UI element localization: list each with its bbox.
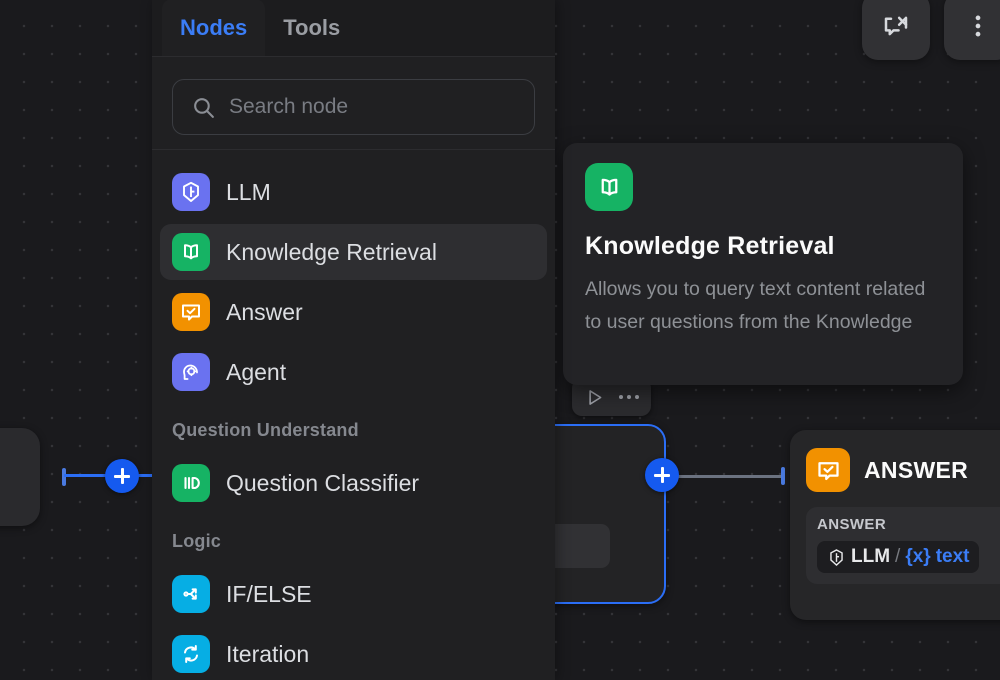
search-box[interactable] xyxy=(172,79,535,135)
more-options-button[interactable] xyxy=(944,0,1000,60)
llm-icon xyxy=(830,548,843,566)
answer-section-label: ANSWER xyxy=(817,516,887,533)
search-input[interactable] xyxy=(229,95,516,119)
node-picker-panel: Nodes Tools LLM xyxy=(152,0,555,680)
variable-brace: {x} xyxy=(905,546,931,567)
group-label-logic: Logic xyxy=(172,531,221,551)
list-item-iteration[interactable]: Iteration xyxy=(160,626,547,680)
search-icon xyxy=(194,97,214,118)
list-item-label: IF/ELSE xyxy=(226,580,312,607)
panel-tabs: Nodes Tools xyxy=(152,0,555,57)
add-node-plus-button-right[interactable] xyxy=(645,458,679,492)
list-item-label: Agent xyxy=(226,358,287,385)
dots-vertical-icon xyxy=(975,15,981,37)
book-icon xyxy=(172,233,210,271)
list-item-question-classifier[interactable]: Question Classifier xyxy=(160,455,547,511)
list-item-llm[interactable]: LLM xyxy=(160,164,547,220)
list-item-knowledge-retrieval[interactable]: Knowledge Retrieval xyxy=(160,224,547,280)
tooltip-description: Allows you to query text content related… xyxy=(585,278,926,333)
chat-off-icon xyxy=(884,16,908,36)
book-icon xyxy=(585,163,633,211)
edge-target-handle xyxy=(781,467,785,485)
canvas-node-partial-left[interactable] xyxy=(0,428,40,526)
classifier-icon xyxy=(172,464,210,502)
list-item-answer[interactable]: Answer xyxy=(160,284,547,340)
list-item-agent[interactable]: Agent xyxy=(160,344,547,400)
hide-comments-button[interactable] xyxy=(862,0,930,60)
group-label-question-understand: Question Understand xyxy=(172,420,359,440)
agent-icon xyxy=(172,353,210,391)
canvas-top-toolbar xyxy=(862,0,1000,60)
node-list: LLM Knowledge Retrieval Answer xyxy=(152,150,555,680)
edge-to-answer[interactable] xyxy=(665,475,785,478)
tooltip-title: Knowledge Retrieval xyxy=(585,232,835,260)
list-item-label: Knowledge Retrieval xyxy=(226,238,437,265)
add-node-plus-button-left[interactable] xyxy=(105,459,139,493)
list-item-if-else[interactable]: IF/ELSE xyxy=(160,566,547,622)
answer-variable-chip[interactable]: LLM / {x} text xyxy=(817,541,980,573)
answer-node-header: ANSWER xyxy=(806,448,1000,492)
variable-separator: / xyxy=(895,546,901,567)
tab-nodes-label: Nodes xyxy=(180,14,248,40)
tab-tools[interactable]: Tools xyxy=(265,0,358,56)
iteration-icon xyxy=(172,635,210,673)
variable-field: text xyxy=(935,546,970,567)
tab-nodes[interactable]: Nodes xyxy=(162,0,266,56)
canvas-node-answer[interactable]: ANSWER ANSWER LLM / {x} text xyxy=(790,430,1000,620)
answer-icon xyxy=(172,293,210,331)
answer-node-title: ANSWER xyxy=(864,456,969,483)
variable-node-name: LLM xyxy=(851,546,891,567)
list-item-label: Question Classifier xyxy=(226,469,420,496)
answer-node-body: ANSWER LLM / {x} text xyxy=(806,507,1000,584)
play-icon[interactable] xyxy=(584,387,605,408)
tab-tools-label: Tools xyxy=(283,14,341,40)
llm-icon xyxy=(172,173,210,211)
branch-icon xyxy=(172,575,210,613)
node-tooltip-card: Knowledge Retrieval Allows you to query … xyxy=(563,143,963,385)
list-item-label: Answer xyxy=(226,298,303,325)
answer-icon xyxy=(806,448,850,492)
edge-source-handle xyxy=(62,468,66,486)
search-container xyxy=(152,57,555,150)
dots-horizontal-icon[interactable] xyxy=(619,395,639,399)
list-item-label: Iteration xyxy=(226,640,310,667)
list-item-label: LLM xyxy=(226,178,271,205)
